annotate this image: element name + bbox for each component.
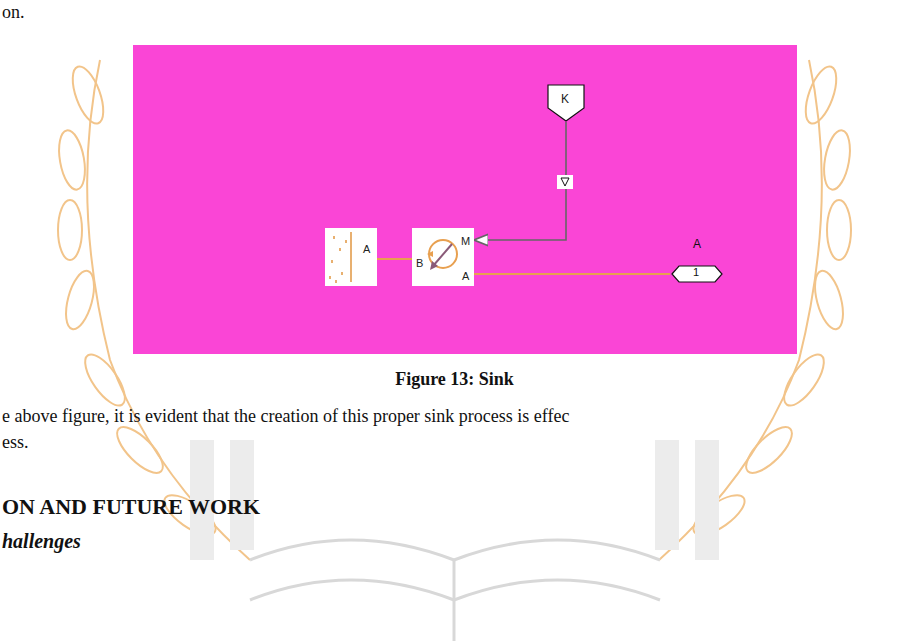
subsection-heading: hallenges — [2, 530, 81, 553]
signal-line — [474, 273, 670, 275]
port-letter: A — [363, 244, 370, 255]
port-letter: 1 — [693, 267, 699, 278]
port-triangle — [561, 178, 569, 186]
port-letter: B — [416, 258, 423, 269]
book-outline — [190, 440, 719, 641]
port-square — [557, 175, 573, 189]
signal-line — [377, 258, 412, 260]
gain-block: K — [547, 84, 585, 122]
figure-caption: Figure 13: Sink — [0, 369, 909, 390]
body-text: on. — [2, 2, 25, 23]
output-port: A1 — [670, 238, 724, 286]
port-letter: M — [461, 236, 470, 247]
pump-block: B M A — [412, 228, 474, 286]
port-letter: A — [462, 271, 469, 282]
body-text: e above figure, it is evident that the c… — [2, 406, 569, 427]
body-text: ess. — [2, 432, 29, 453]
port-letter: A — [693, 238, 701, 250]
diagram-background — [133, 45, 797, 354]
reservoir-block-shape — [325, 228, 377, 286]
section-heading: ON AND FUTURE WORK — [2, 494, 260, 520]
port-letter: K — [561, 93, 569, 105]
reservoir-block: A — [325, 228, 377, 286]
signal-line — [474, 122, 566, 240]
